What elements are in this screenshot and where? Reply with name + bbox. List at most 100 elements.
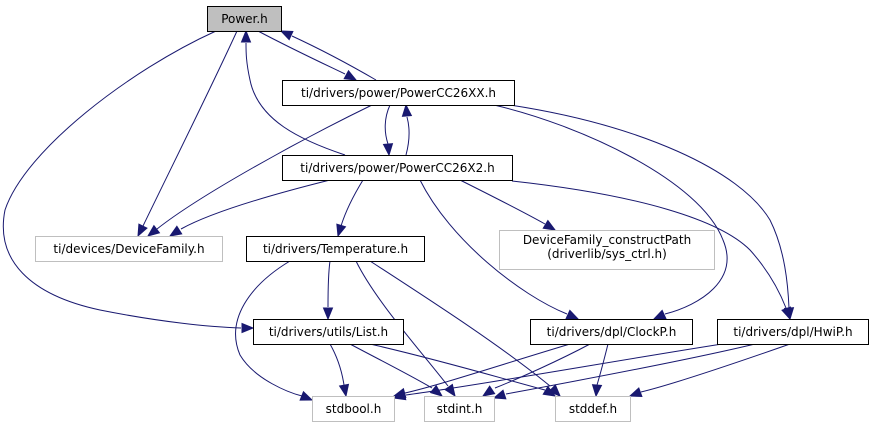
edge-line — [2, 30, 242, 329]
edge-hwip-to-stdbool — [392, 343, 723, 401]
edge-line — [329, 343, 345, 386]
edge-clockp-to-stdint — [481, 343, 591, 397]
node-label: stdbool.h — [326, 402, 382, 416]
node-box — [35, 236, 223, 262]
nodes-layer: Power.h ti/drivers/power/PowerCC26XX.h ti/… — [35, 6, 869, 422]
node-box — [312, 396, 395, 422]
edge-line — [257, 30, 346, 75]
node-label: Power.h — [221, 12, 268, 26]
edge-powercc26x2-to-temperature — [336, 179, 364, 238]
node-box — [207, 6, 282, 32]
arrowhead-icon — [322, 307, 334, 321]
edge-powercc26xx-to-power — [279, 30, 377, 81]
node-label: stdint.h — [437, 402, 483, 416]
edge-line — [340, 179, 364, 227]
node-box — [282, 155, 513, 181]
edge-powercc26x2-to-powercc26xx — [401, 103, 413, 156]
node-box — [499, 230, 715, 270]
edge-line — [405, 343, 723, 396]
edge-line — [349, 343, 433, 389]
arrowhead-icon — [548, 384, 561, 397]
edge-powercc26xx-to-powercc26x2 — [382, 104, 394, 157]
node-constructpath: DeviceFamily_constructPath(driverlib/sys… — [499, 230, 715, 270]
node-box — [530, 319, 693, 345]
edge-line — [384, 104, 391, 145]
node-power: Power.h — [207, 6, 282, 32]
node-box — [246, 236, 425, 262]
node-temperature[interactable]: ti/drivers/Temperature.h — [246, 236, 425, 262]
node-powercc26xx[interactable]: ti/drivers/power/PowerCC26XX.h — [282, 80, 515, 106]
edge-line — [405, 116, 410, 156]
node-label: ti/drivers/dpl/ClockP.h — [547, 325, 677, 339]
edge-line — [327, 260, 331, 308]
edge-power-to-list — [2, 30, 255, 334]
node-label: ti/drivers/Temperature.h — [263, 242, 408, 256]
arrowhead-icon — [628, 387, 643, 397]
node-hwip[interactable]: ti/drivers/dpl/HwiP.h — [717, 319, 869, 345]
edge-line — [494, 343, 591, 389]
arrowhead-icon — [241, 322, 255, 334]
edge-powercc26x2-to-devicefamily — [168, 179, 331, 237]
arrowhead-icon — [444, 383, 456, 398]
node-stdint: stdint.h — [424, 396, 495, 422]
edge-line — [596, 343, 609, 386]
edge-line — [419, 179, 568, 315]
node-box — [424, 396, 495, 422]
node-clockp[interactable]: ti/drivers/dpl/ClockP.h — [530, 319, 693, 345]
edge-clockp-to-stddef — [591, 343, 609, 398]
arrowhead-icon — [299, 390, 314, 401]
edge-powercc26x2-to-constructpath — [459, 179, 557, 231]
arrowhead-icon — [652, 309, 667, 320]
edge-powercc26xx-to-hwip — [509, 104, 795, 321]
arrowhead-icon — [565, 309, 580, 320]
node-box — [555, 396, 631, 422]
node-label: ti/drivers/dpl/HwiP.h — [733, 325, 852, 339]
node-label: ti/drivers/utils/List.h — [269, 325, 388, 339]
edge-temperature-to-stddef — [369, 260, 561, 397]
edge-hwip-to-stdint — [492, 343, 756, 400]
edge-temperature-to-list — [322, 260, 334, 321]
arrowhead-icon — [392, 390, 407, 401]
arrowhead-icon — [336, 223, 347, 238]
node-label: stddef.h — [569, 402, 617, 416]
edge-line — [404, 343, 571, 394]
edge-line — [235, 260, 303, 397]
edge-power-to-devicefamily — [137, 30, 238, 238]
edge-line — [493, 104, 728, 315]
arrowhead-icon — [279, 30, 294, 41]
edge-line — [369, 343, 546, 391]
arrowhead-icon — [137, 223, 148, 238]
edge-list-to-stdint — [349, 343, 444, 397]
arrowhead-icon — [168, 225, 183, 237]
edge-line — [142, 30, 238, 227]
arrowhead-icon — [542, 385, 557, 397]
node-powercc26x2[interactable]: ti/drivers/power/PowerCC26X2.h — [282, 155, 513, 181]
node-stdbool: stdbool.h — [312, 396, 395, 422]
node-label: ti/devices/DeviceFamily.h — [53, 242, 204, 256]
edge-powercc26xx-to-devicefamily — [146, 104, 373, 237]
arrowhead-icon — [591, 384, 603, 398]
arrowhead-icon — [781, 306, 791, 321]
node-devicefamily: ti/devices/DeviceFamily.h — [35, 236, 223, 262]
edge-line — [369, 260, 551, 387]
node-label: ti/drivers/power/PowerCC26XX.h — [301, 86, 496, 100]
edge-powercc26x2-to-power — [240, 29, 346, 156]
edge-line — [505, 343, 756, 395]
arrowhead-icon — [542, 219, 557, 231]
node-label: (driverlib/sys_ctrl.h) — [547, 247, 667, 261]
node-box — [282, 80, 515, 106]
arrowhead-icon — [146, 224, 161, 237]
edge-list-to-stddef — [369, 343, 557, 397]
arrowhead-icon — [338, 383, 350, 398]
node-stddef: stddef.h — [555, 396, 631, 422]
arrowhead-icon — [240, 29, 252, 43]
edge-line — [640, 343, 791, 393]
edge-line — [156, 104, 373, 230]
edge-line — [511, 180, 787, 309]
node-list[interactable]: ti/drivers/utils/List.h — [253, 319, 404, 345]
node-box — [717, 319, 869, 345]
arrowhead-icon — [382, 143, 394, 157]
edge-line — [509, 104, 790, 309]
node-label: ti/drivers/power/PowerCC26X2.h — [300, 161, 494, 175]
